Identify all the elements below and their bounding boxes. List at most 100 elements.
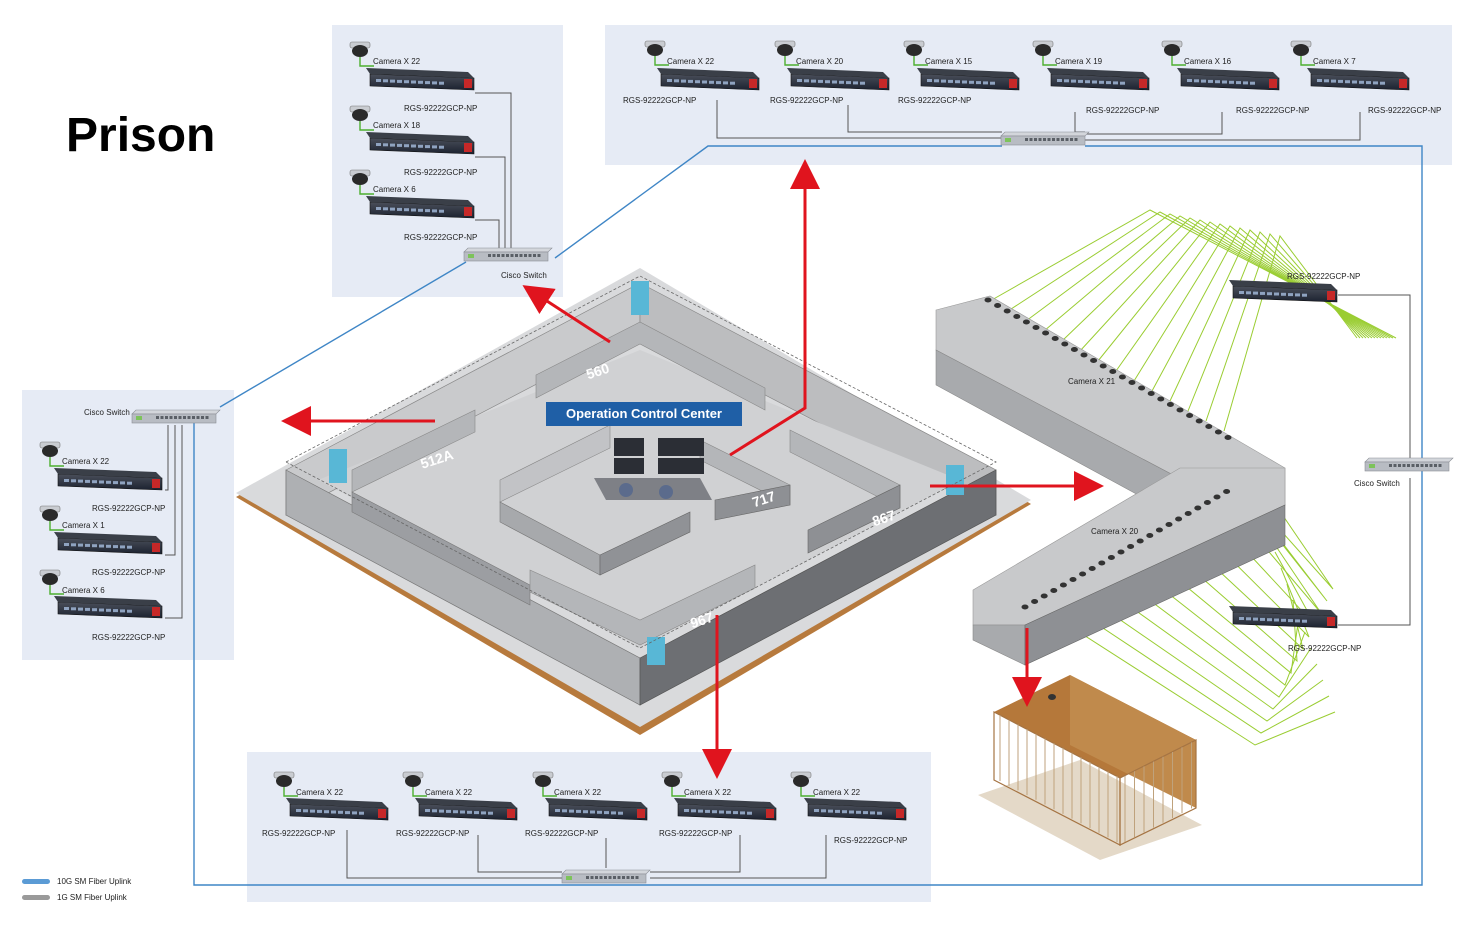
switch-model-label: RGS-92222GCP-NP (659, 829, 733, 838)
camera-label: Camera X 16 (1184, 57, 1232, 66)
cisco-switch-icon (1000, 131, 1090, 146)
managed-switch-icon (545, 798, 648, 821)
cell-camera-icon (1195, 418, 1203, 424)
page-title: Prison (66, 109, 216, 162)
managed-switch-icon (286, 798, 389, 821)
camera-label: Camera X 21 (1068, 377, 1116, 386)
switch-model-label: RGS-92222GCP-NP (770, 96, 844, 105)
cell-camera-icon (1186, 413, 1194, 418)
managed-switch-icon (1229, 606, 1338, 629)
managed-switch-icon (804, 798, 907, 821)
switch-model-label: RGS-92222GCP-NP (92, 633, 166, 642)
cell-camera-icon (1146, 533, 1154, 538)
cell-camera-icon (1214, 429, 1222, 435)
camera-label: Camera X 22 (296, 788, 344, 797)
cell-camera-icon (1088, 566, 1096, 571)
cell-camera-icon (1117, 549, 1125, 555)
cell-camera-icon (1098, 560, 1106, 566)
managed-switch-icon (1047, 68, 1150, 91)
cell-link-line (1223, 234, 1358, 432)
cisco-switch-label: Cisco Switch (501, 271, 547, 280)
cisco-switch-icon (561, 869, 651, 884)
cell-camera-icon (1205, 424, 1213, 429)
switch-model-label: RGS-92222GCP-NP (404, 168, 478, 177)
cell-camera-icon (1166, 402, 1174, 407)
switch-model-label: RGS-92222GCP-NP (898, 96, 972, 105)
switch-model-label: RGS-92222GCP-NP (92, 568, 166, 577)
managed-switch-icon (54, 596, 163, 619)
managed-switch-icon (787, 68, 890, 91)
camera-label: Camera X 22 (684, 788, 732, 797)
cell-camera-icon (1021, 604, 1029, 610)
legend-10g-label: 10G SM Fiber Uplink (57, 877, 132, 886)
cisco-switch-label: Cisco Switch (1354, 479, 1400, 488)
cisco-switch-icon (131, 409, 221, 424)
camera-label: Camera X 7 (1313, 57, 1356, 66)
managed-switch-icon (415, 798, 518, 821)
cisco-switch-label: Cisco Switch (84, 408, 130, 417)
dome-camera-icon (39, 441, 64, 467)
switch-model-label: RGS-92222GCP-NP (525, 829, 599, 838)
managed-switch-icon (54, 532, 163, 555)
cell-camera-icon (1127, 544, 1135, 549)
dome-camera-icon (903, 40, 928, 66)
cell-camera-icon (1061, 341, 1069, 347)
cell-camera-icon (1070, 347, 1078, 352)
managed-switch-icon (1177, 68, 1280, 91)
cell-camera-icon (1022, 319, 1030, 325)
cell-camera-icon (1128, 380, 1136, 385)
camera-label: Camera X 19 (1055, 57, 1103, 66)
managed-switch-icon (366, 68, 475, 91)
camera-label: Camera X 18 (373, 121, 421, 130)
fiber-10g-loop (193, 145, 1423, 886)
managed-switch-icon (366, 196, 475, 219)
cell-camera-icon (1223, 489, 1231, 494)
managed-switch-icon (674, 798, 777, 821)
camera-label: Camera X 22 (667, 57, 715, 66)
dome-camera-icon (1161, 40, 1186, 66)
dome-camera-icon (402, 771, 427, 797)
cell-camera-icon (1031, 599, 1039, 604)
dome-camera-icon (273, 771, 298, 797)
links-1g (165, 92, 1411, 879)
switch-model-label: RGS-92222GCP-NP (404, 104, 478, 113)
cell-camera-icon (1013, 314, 1021, 319)
cell-camera-icon (984, 297, 992, 303)
cell-link-line (1205, 233, 1361, 422)
cell-camera-icon (1079, 571, 1087, 577)
dome-camera-icon (1290, 40, 1315, 66)
managed-switch-icon (1307, 68, 1410, 91)
switch-model-label: RGS-92222GCP-NP (1287, 272, 1361, 281)
cell-camera-icon (1069, 577, 1077, 582)
camera-label: Camera X 22 (425, 788, 473, 797)
dome-camera-icon (644, 40, 669, 66)
dome-camera-icon (1032, 40, 1057, 66)
legend-1g-swatch (22, 895, 50, 900)
dome-camera-icon (661, 771, 686, 797)
switch-model-label: RGS-92222GCP-NP (1368, 106, 1442, 115)
cell-camera-icon (1213, 494, 1221, 500)
cell-camera-icon (1050, 588, 1058, 593)
cisco-switch-icon (1364, 457, 1454, 472)
cell-camera-icon (994, 303, 1002, 308)
devices (39, 40, 1454, 884)
cage-camera-icon (1048, 694, 1056, 700)
camera-label: Camera X 20 (796, 57, 844, 66)
switch-model-label: RGS-92222GCP-NP (1288, 644, 1362, 653)
cell-camera-icon (1059, 582, 1067, 588)
camera-label: Camera X 6 (373, 185, 416, 194)
switch-model-label: RGS-92222GCP-NP (623, 96, 697, 105)
cell-camera-icon (1080, 352, 1088, 358)
switch-model-label: RGS-92222GCP-NP (834, 836, 908, 845)
cell-camera-icon (1184, 511, 1192, 516)
dome-camera-icon (349, 41, 374, 67)
cell-camera-icon (1155, 527, 1163, 533)
dome-camera-icon (774, 40, 799, 66)
camera-label: Camera X 22 (373, 57, 421, 66)
cell-camera-icon (1090, 358, 1098, 363)
camera-label: Camera X 6 (62, 586, 105, 595)
cell-camera-icon (1194, 505, 1202, 511)
dome-camera-icon (790, 771, 815, 797)
switch-model-label: RGS-92222GCP-NP (1086, 106, 1160, 115)
